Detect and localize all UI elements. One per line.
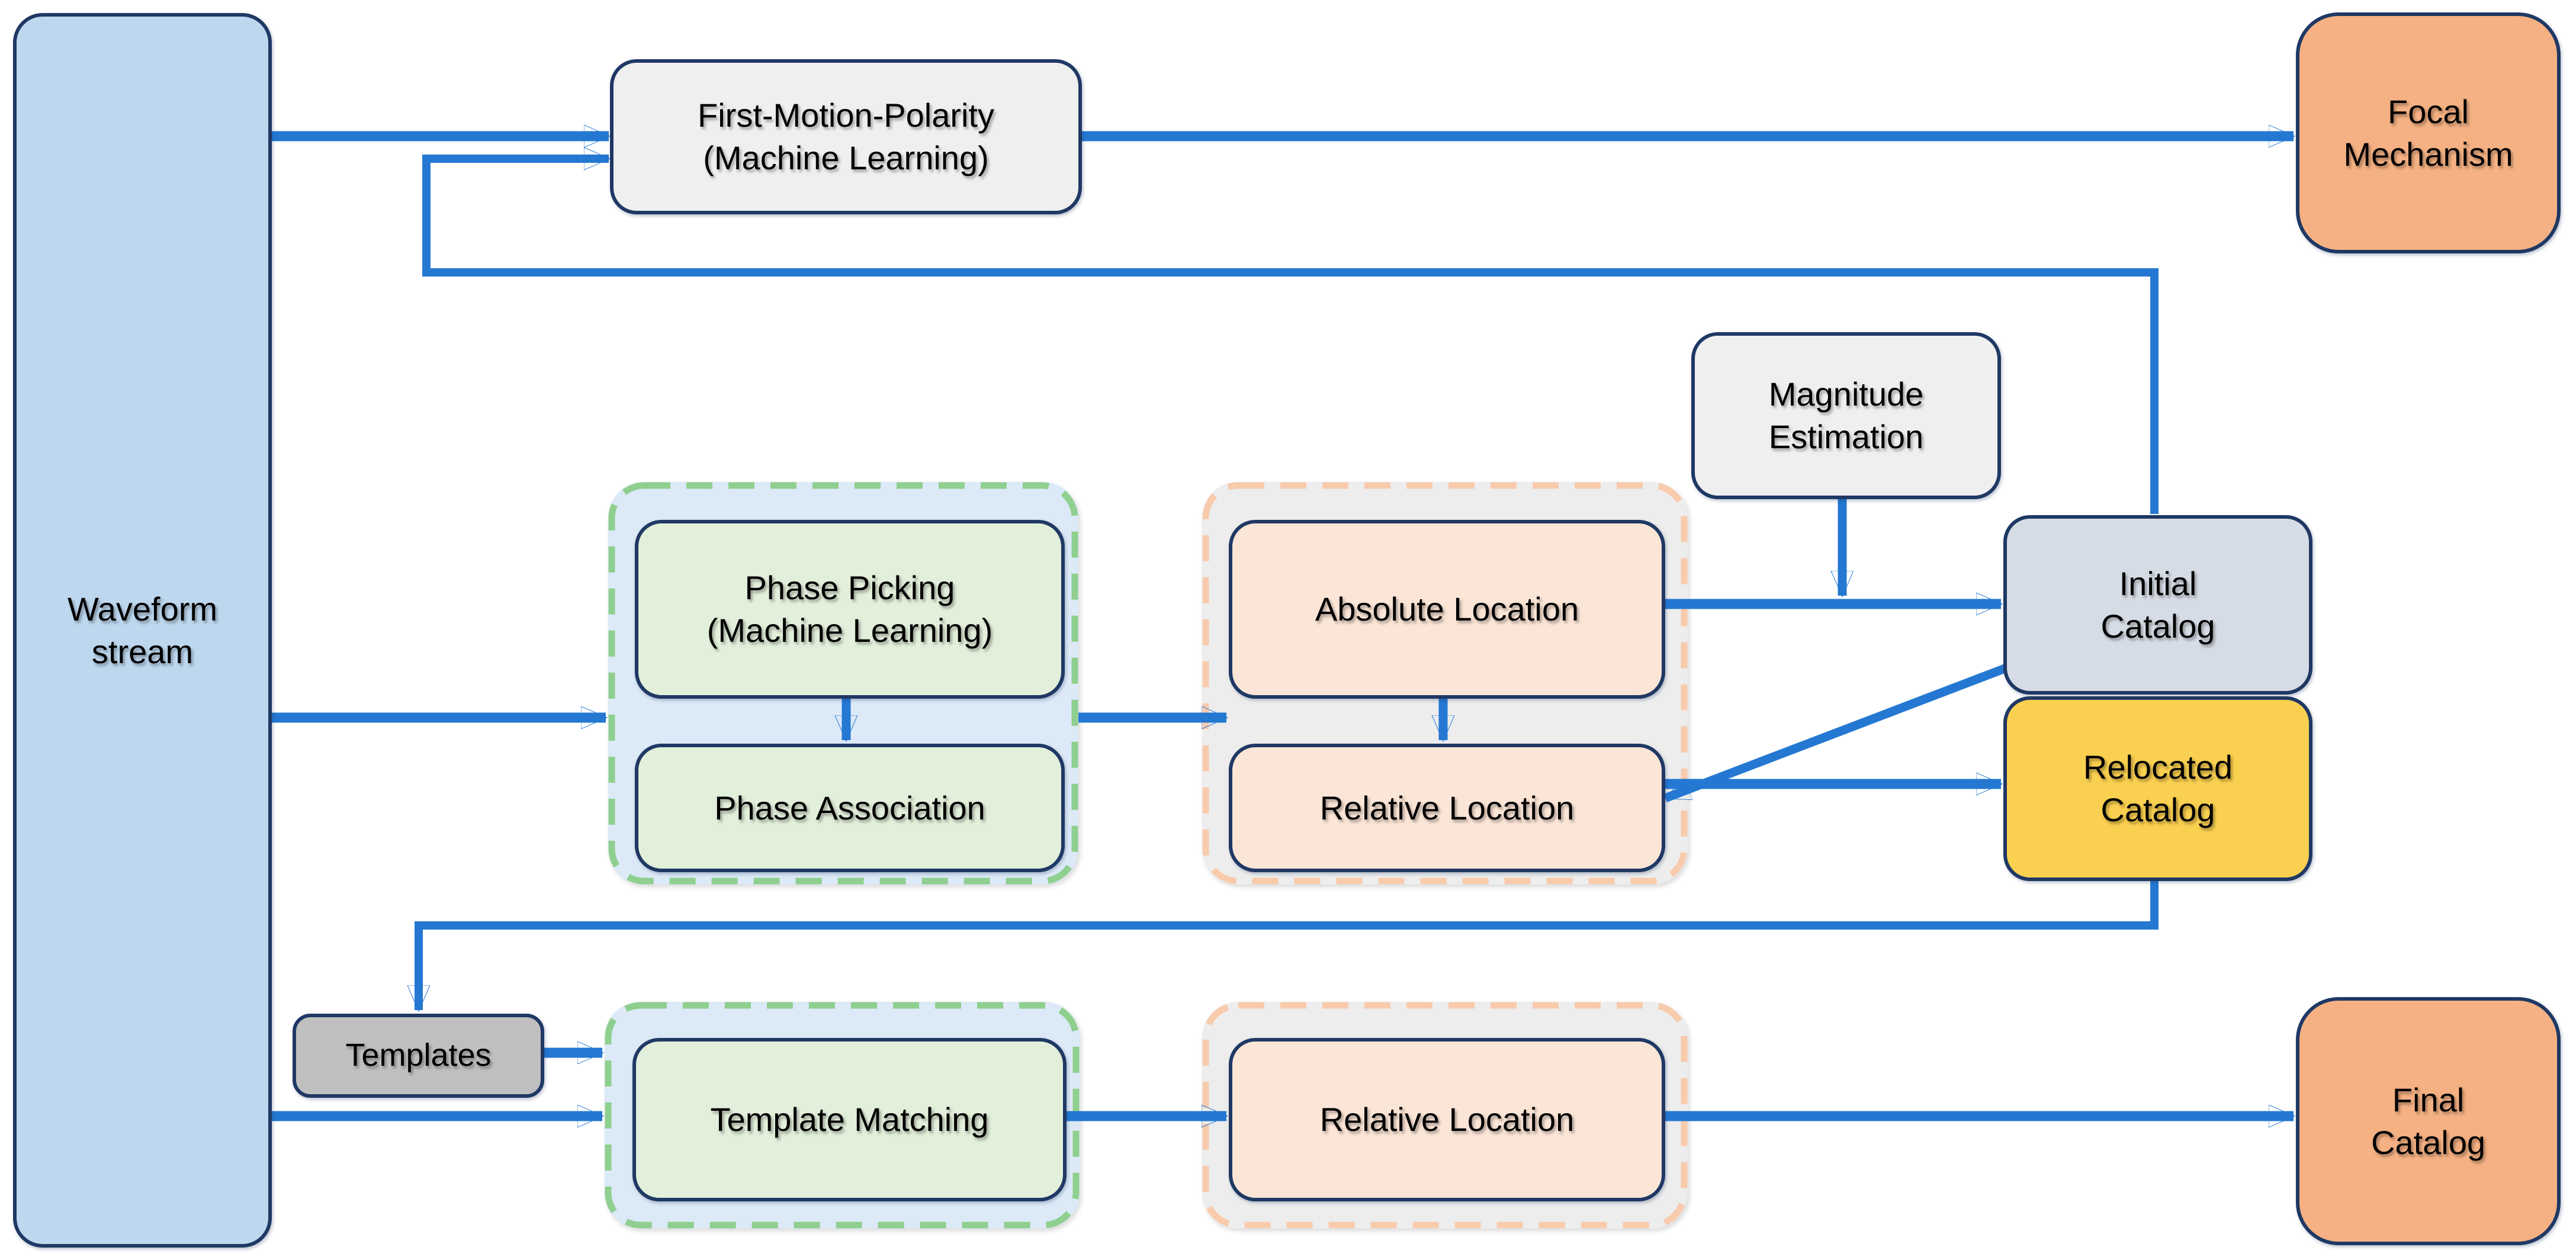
node-templates: Templates	[293, 1014, 544, 1098]
node-label: Phase Picking (Machine Learning)	[706, 569, 993, 649]
node-template-matching: Template Matching	[632, 1038, 1067, 1201]
node-label: Relative Location	[1319, 789, 1575, 827]
node-waveform-stream: Waveform stream	[13, 13, 272, 1248]
node-final-catalog: Final Catalog	[2296, 997, 2561, 1245]
node-label: Waveform stream	[67, 590, 218, 670]
node-magnitude-estimation: Magnitude Estimation	[1691, 332, 2001, 499]
node-label: Magnitude Estimation	[1768, 375, 1924, 455]
node-label: Initial Catalog	[2100, 564, 2215, 645]
node-label: Template Matching	[710, 1101, 989, 1139]
node-first-motion-polarity: First-Motion-Polarity (Machine Learning)	[610, 59, 1082, 214]
node-focal-mechanism: Focal Mechanism	[2296, 12, 2561, 253]
green-dashed-border	[605, 1002, 1080, 1229]
node-label: Phase Association	[714, 789, 985, 827]
node-label: Templates	[345, 1037, 492, 1073]
edge-initial-catalog-to-first-motion-polarity	[422, 159, 2159, 514]
node-relocated-catalog: Relocated Catalog	[2003, 696, 2312, 881]
node-label: Relative Location	[1319, 1101, 1575, 1139]
node-relative-location-final: Relative Location	[1229, 1038, 1665, 1201]
node-phase-picking: Phase Picking (Machine Learning)	[635, 520, 1065, 699]
green-dashed-border	[608, 482, 1078, 885]
node-relative-location: Relative Location	[1229, 744, 1665, 872]
node-label: First-Motion-Polarity (Machine Learning)	[698, 97, 994, 176]
peach-dashed-border	[1202, 482, 1688, 885]
node-initial-catalog: Initial Catalog	[2003, 515, 2312, 695]
node-absolute-location: Absolute Location	[1229, 520, 1665, 699]
edge-relocated-catalog-to-templates	[419, 874, 2159, 1010]
node-label: Focal Mechanism	[2343, 92, 2513, 173]
node-label: Absolute Location	[1315, 590, 1579, 628]
node-phase-association: Phase Association	[635, 744, 1065, 872]
node-label: Final Catalog	[2371, 1081, 2486, 1161]
edge-initial-catalog-to-relative-location	[1665, 663, 2008, 803]
node-label: Relocated Catalog	[2083, 748, 2233, 828]
